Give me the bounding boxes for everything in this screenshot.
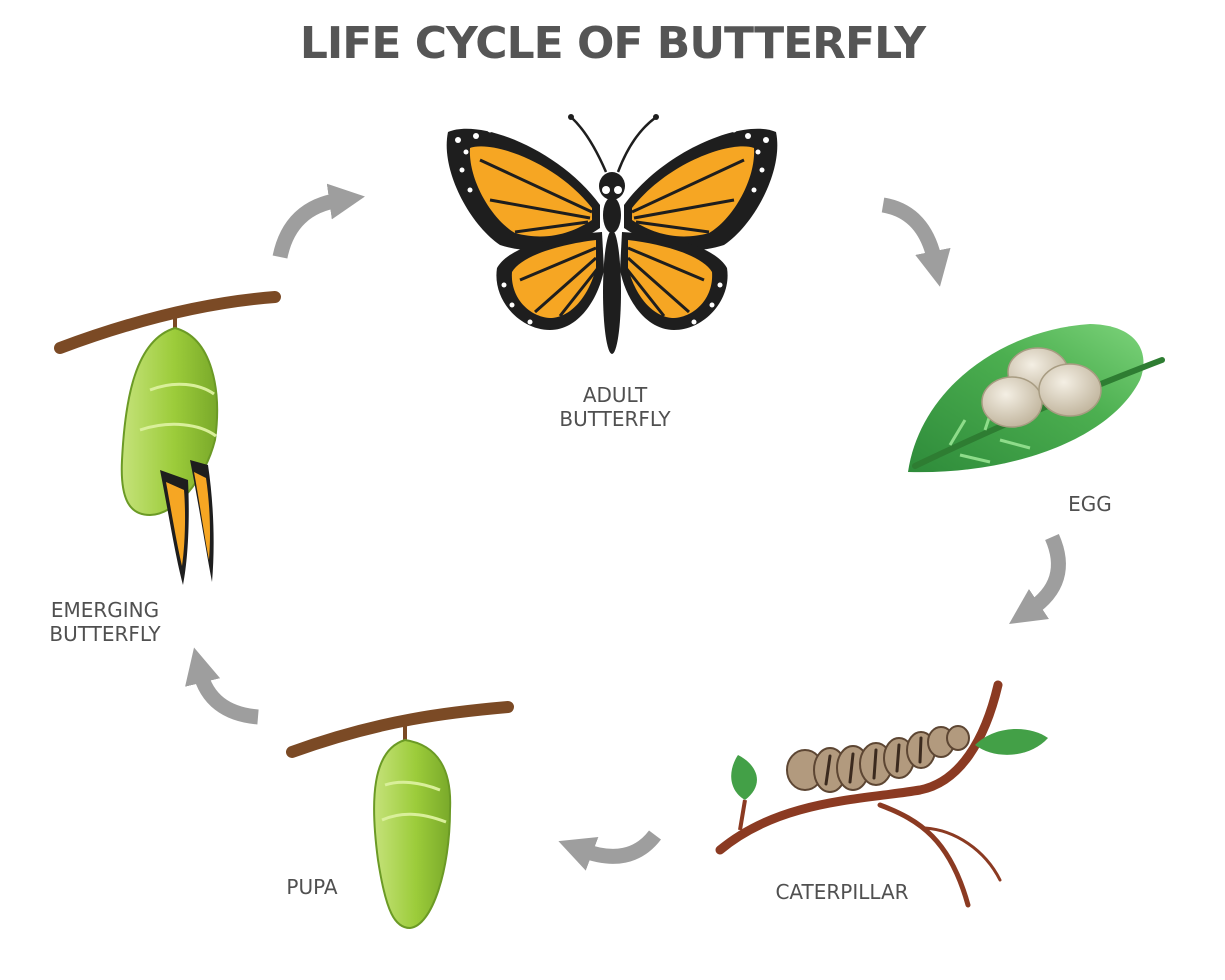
arrow-emerging-to-adult (272, 183, 365, 259)
stage-label-adult-butterfly: ADULT BUTTERFLY (559, 383, 671, 431)
adult-butterfly-illustration (446, 114, 778, 354)
stage-label-caterpillar: CATERPILLAR (775, 880, 909, 904)
caterpillar-branch-illustration (715, 680, 1048, 908)
stage-label-egg: EGG (1068, 492, 1112, 516)
egg-leaf-illustration (908, 324, 1165, 473)
stage-label-pupa: PUPA (286, 875, 338, 899)
arrow-adult-to-egg (881, 197, 951, 287)
arrow-egg-to-caterpillar (1009, 533, 1066, 624)
arrow-pupa-to-emerging (185, 647, 259, 725)
stage-label-emerging-butterfly: EMERGING BUTTERFLY (49, 598, 161, 646)
emerging-butterfly-illustration (54, 291, 281, 585)
diagram-title: LIFE CYCLE OF BUTTERFLY (299, 18, 926, 69)
pupa-illustration (286, 701, 514, 930)
arrow-caterpillar-to-pupa (558, 830, 661, 871)
